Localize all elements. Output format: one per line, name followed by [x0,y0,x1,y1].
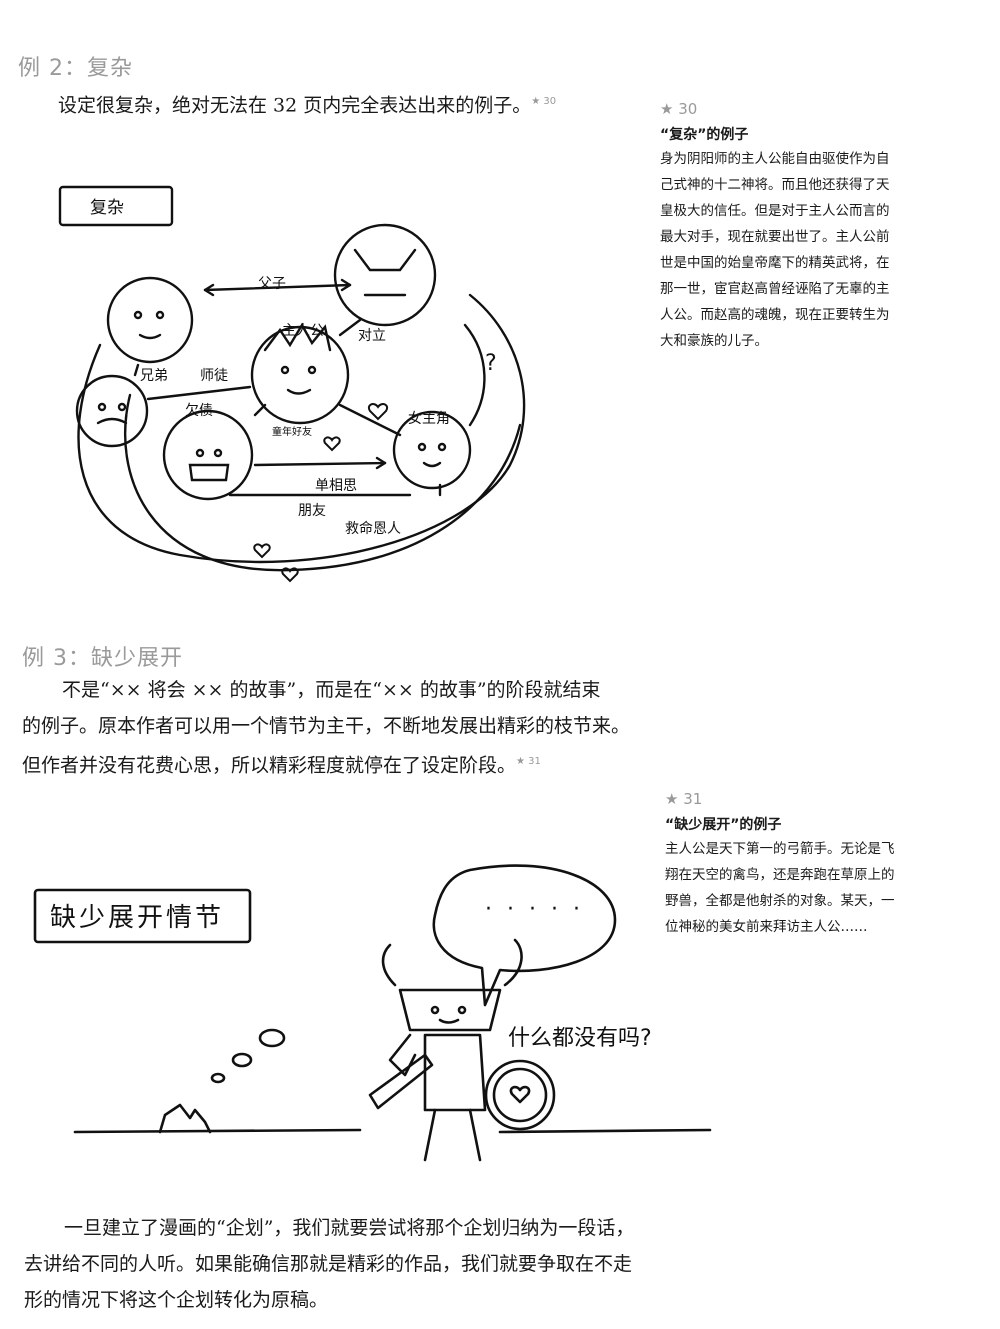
note-body: 身为阴阳师的主人公能自由驱使作为自 己式神的十二神将。而且他还获得了天 皇极大的… [660,151,890,349]
arrow-childhood [338,403,402,437]
arrow-unrequited [253,461,387,467]
label-question: ? [485,351,497,376]
section2-text: 设定很复杂，绝对无法在 32 页内完全表达出来的例子。 [58,94,532,117]
heart-icon [253,543,271,559]
section3-heading: 例 3：缺少展开 [22,646,183,671]
helmet [398,988,502,1032]
label-friend: 朋友 [298,503,326,519]
note-title: “缺少展开”的例子 [665,817,782,833]
heroine-circle [392,410,472,490]
heart-icon [281,567,299,583]
label-rival: 对立 [358,328,386,344]
label-father-son: 父子 [258,276,286,292]
diagram-box-label: 复杂 [90,198,124,218]
heart-icon [368,403,388,421]
label-savior: 救命恩人 [345,520,401,537]
section3-paragraph: 不是“×× 将会 ×× 的故事”，而是在“×× 的故事”的阶段就结束 的例子。原… [22,679,631,777]
old-man-circle [106,276,194,364]
note-number: ★ 31 [665,790,703,808]
side-note-30: ★ 30 “复杂”的例子 身为阴阳师的主人公能自由驱使作为自 己式神的十二神将。… [660,100,990,354]
outer-loop [77,293,526,564]
heart-icon [323,436,341,452]
ground-line [73,1128,712,1134]
note-ref-30: ★ 30 [531,96,557,107]
note-title: “复杂”的例子 [660,127,749,143]
protagonist-circle [250,325,350,425]
label-debt: 欠债 [185,403,213,419]
side-note-31: ★ 31 “缺少展开”的例子 主人公是天下第一的弓箭手。无论是飞 翔在天空的禽鸟… [665,790,995,940]
comic-label-text: 缺少展开情节 [50,903,224,933]
speech-dots: · · · · · [485,897,584,922]
arrow-rival [338,318,362,337]
speech-bubble [432,864,617,1007]
sword [368,1053,434,1110]
label-brothers: 兄弟 [140,368,168,384]
note-ref-31: ★ 31 [516,756,541,767]
label-heroine: 女主角 [408,410,450,427]
closing-paragraph: 一旦建立了漫画的“企划”，我们就要尝试将那个企划归纳为一段话， 去讲给不同的人听… [24,1217,635,1311]
diagram-label-box [58,185,174,227]
label-protagonist: 主人公 [282,323,324,339]
arm-left [388,1033,417,1077]
comic-illustration: 缺少展开情节 · · · · · 什么都没有吗? [33,864,712,1162]
arrow-master [146,385,252,401]
horn-left [381,938,523,987]
mustache-man-circle [75,374,149,448]
note-number: ★ 30 [660,100,698,118]
section2-paragraph: 设定很复杂，绝对无法在 32 页内完全表达出来的例子。★ 30 [58,84,618,123]
rival-circle [333,223,437,327]
relationship-diagram: 复杂 父子 主人公 对立 兄弟 师徒 欠债 童年好友 女主角 单相思 朋友 救命… [58,185,526,583]
legs [423,1108,482,1162]
section2-heading: 例 2：复杂 [18,56,133,81]
note-body: 主人公是天下第一的弓箭手。无论是飞 翔在天空的禽鸟，还是奔跑在草原上的 野兽，全… [665,841,895,935]
label-childhood-friend: 童年好友 [272,425,312,438]
arrow-father-son [203,283,352,292]
comic-caption: 什么都没有吗? [508,1026,652,1051]
body [423,1033,487,1112]
friend-circle [162,409,254,501]
arrow-question [463,323,486,427]
comic-label-box [33,888,252,944]
label-unrequited: 单相思 [315,478,357,494]
label-master: 师徒 [200,368,228,384]
shield [484,1059,556,1131]
